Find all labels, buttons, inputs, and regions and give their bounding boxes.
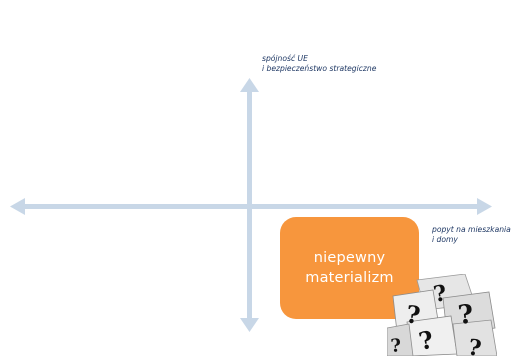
quadrant-label-line-2: materializm xyxy=(305,270,394,286)
vertical-axis-label-line-1: spójność UE xyxy=(262,54,308,63)
svg-text:?: ? xyxy=(466,334,483,356)
svg-text:?: ? xyxy=(390,335,402,356)
vertical-axis xyxy=(240,78,259,332)
svg-text:?: ? xyxy=(404,299,422,330)
top-arrowhead xyxy=(240,78,259,92)
quadrant-box: niepewny materializm xyxy=(280,217,419,319)
svg-text:?: ? xyxy=(457,300,475,331)
paper-notes xyxy=(387,274,497,356)
horizontal-axis-label: popyt na mieszkania i domy xyxy=(432,225,511,244)
horizontal-axis-label-line-1: popyt na mieszkania xyxy=(432,225,511,234)
svg-text:?: ? xyxy=(416,325,436,356)
question-marks-paper-image: ? ? ? ? ? ? xyxy=(387,274,497,356)
quadrant-label-line-1: niepewny xyxy=(313,250,386,266)
right-arrowhead xyxy=(477,198,492,215)
vertical-axis-label-line-2: i bezpieczeństwo strategiczne xyxy=(262,63,377,73)
svg-text:?: ? xyxy=(432,280,449,308)
left-arrowhead xyxy=(10,198,25,215)
vertical-axis-label: spójność UE i bezpieczeństwo strategiczn… xyxy=(262,54,376,73)
question-marks: ? ? ? ? ? ? xyxy=(390,280,483,356)
bottom-arrowhead xyxy=(240,318,259,332)
horizontal-axis-label-line-2: i domy xyxy=(432,234,458,244)
